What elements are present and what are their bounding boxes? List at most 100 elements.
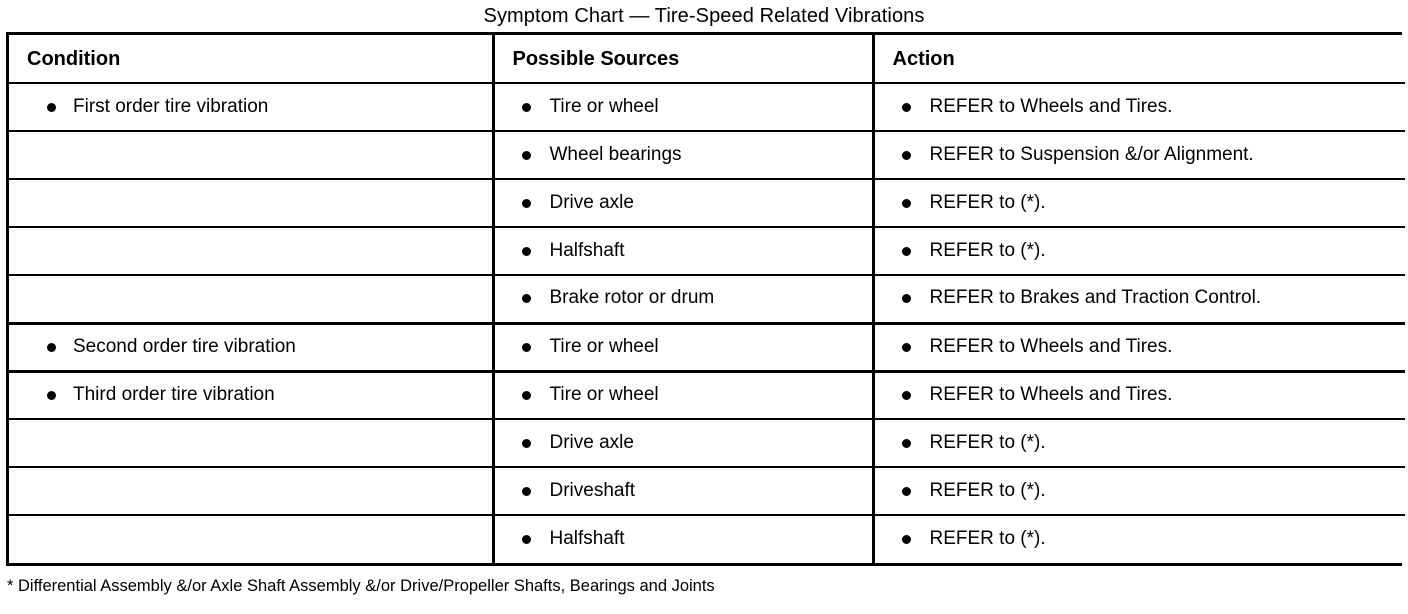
table-header: Condition Possible Sources Action xyxy=(9,35,1405,84)
cell-content: Halfshaft xyxy=(495,516,872,563)
table-cell-source: Brake rotor or drum xyxy=(493,275,875,324)
table-row: Halfshaft REFER to (*). xyxy=(9,227,1406,276)
cell-content xyxy=(9,132,492,178)
table-row: Driveshaft REFER to (*). xyxy=(9,467,1406,516)
cell-label: REFER to Suspension &/or Alignment. xyxy=(929,143,1254,165)
table-row: First order tire vibration Tire or wheel R… xyxy=(9,83,1406,132)
table-cell-source: Drive axle xyxy=(493,179,875,228)
bullet-icon xyxy=(521,246,531,256)
bullet-icon xyxy=(521,486,531,496)
table-cell-condition xyxy=(9,419,495,468)
column-header-action: Action xyxy=(873,35,1405,84)
cell-label: Halfshaft xyxy=(549,239,625,261)
table-cell-source: Wheel bearings xyxy=(493,131,875,180)
table-cell-condition: First order tire vibration xyxy=(9,83,495,132)
table-row: Drive axle REFER to (*). xyxy=(9,179,1406,228)
cell-content: Tire or wheel xyxy=(495,373,872,419)
cell-content: Third order tire vibration xyxy=(9,373,492,419)
bullet-icon xyxy=(901,342,911,352)
table-row: Brake rotor or drum REFER to Brakes and T… xyxy=(9,275,1406,324)
cell-content: REFER to Wheels and Tires. xyxy=(875,325,1406,370)
cell-label: REFER to Wheels and Tires. xyxy=(929,383,1173,405)
cell-content: First order tire vibration xyxy=(9,84,492,130)
cell-label: REFER to (*). xyxy=(929,528,1046,550)
cell-content: REFER to Wheels and Tires. xyxy=(875,373,1406,419)
bullet-icon xyxy=(901,438,911,448)
table-cell-action: REFER to Wheels and Tires. xyxy=(873,369,1406,420)
bullet-icon xyxy=(521,150,531,160)
cell-label: REFER to Wheels and Tires. xyxy=(929,95,1173,117)
table-cell-action: REFER to (*). xyxy=(873,227,1406,276)
cell-content xyxy=(9,228,492,274)
table-cell-action: REFER to Wheels and Tires. xyxy=(873,83,1406,132)
column-header-condition-label: Condition xyxy=(27,47,121,70)
column-header-possible-sources: Possible Sources xyxy=(493,35,875,84)
bullet-icon xyxy=(521,390,531,400)
cell-label: REFER to (*). xyxy=(929,191,1046,213)
table-cell-condition: Third order tire vibration xyxy=(9,369,495,420)
cell-label: Drive axle xyxy=(549,191,634,213)
table-row: Wheel bearings REFER to Suspension &/or A… xyxy=(9,131,1406,180)
cell-label: REFER to (*). xyxy=(929,431,1046,453)
table-cell-condition xyxy=(9,275,495,324)
table-cell-action: REFER to Suspension &/or Alignment. xyxy=(873,131,1406,180)
table-cell-action: REFER to Wheels and Tires. xyxy=(873,321,1406,372)
cell-label: REFER to Brakes and Traction Control. xyxy=(929,287,1262,309)
cell-label: Second order tire vibration xyxy=(73,335,296,357)
table-row: Halfshaft REFER to (*). xyxy=(9,515,1405,563)
cell-content: REFER to (*). xyxy=(875,516,1406,563)
table-row: Drive axle REFER to (*). xyxy=(9,419,1406,468)
table-cell-condition xyxy=(9,515,495,563)
table-cell-action: REFER to (*). xyxy=(873,515,1405,563)
header-row: Condition Possible Sources Action xyxy=(9,35,1405,84)
cell-content: Halfshaft xyxy=(495,228,872,274)
table-cell-source: Halfshaft xyxy=(493,515,875,563)
cell-content xyxy=(9,516,492,563)
cell-label: Tire or wheel xyxy=(549,335,659,357)
symptom-table-container: Condition Possible Sources Action First … xyxy=(6,32,1405,566)
cell-content: Second order tire vibration xyxy=(9,325,492,370)
table-cell-source: Halfshaft xyxy=(493,227,875,276)
cell-content: REFER to Wheels and Tires. xyxy=(875,84,1406,130)
cell-label: REFER to Wheels and Tires. xyxy=(929,335,1173,357)
table-cell-action: REFER to (*). xyxy=(873,419,1406,468)
bullet-icon xyxy=(901,102,911,112)
cell-content: REFER to (*). xyxy=(875,228,1406,274)
cell-content: REFER to Suspension &/or Alignment. xyxy=(875,132,1406,178)
bullet-icon xyxy=(901,535,911,544)
bullet-icon xyxy=(521,198,531,208)
bullet-icon xyxy=(901,198,911,208)
cell-content: REFER to (*). xyxy=(875,468,1406,514)
cell-content xyxy=(9,276,492,322)
bullet-icon xyxy=(47,342,56,352)
cell-label: REFER to (*). xyxy=(929,479,1046,501)
table-cell-condition xyxy=(9,179,495,228)
cell-content: REFER to Brakes and Traction Control. xyxy=(875,276,1406,322)
table-cell-action: REFER to (*). xyxy=(873,467,1406,516)
cell-content: REFER to (*). xyxy=(875,180,1406,226)
table-cell-source: Drive axle xyxy=(493,419,875,468)
bullet-icon xyxy=(901,390,911,400)
column-header-condition: Condition xyxy=(9,35,495,84)
table-cell-source: Tire or wheel xyxy=(493,321,875,372)
cell-label: First order tire vibration xyxy=(73,95,269,117)
table-cell-action: REFER to (*). xyxy=(873,179,1406,228)
bullet-icon xyxy=(901,150,911,160)
footnote: * Differential Assembly &/or Axle Shaft … xyxy=(7,577,715,595)
cell-content: REFER to (*). xyxy=(875,420,1406,466)
symptom-table: Condition Possible Sources Action First … xyxy=(9,35,1405,563)
cell-label: Drive axle xyxy=(549,431,634,453)
cell-label: REFER to (*). xyxy=(929,239,1046,261)
cell-content xyxy=(9,420,492,466)
bullet-icon xyxy=(521,102,531,112)
cell-content xyxy=(9,180,492,226)
page-title: Symptom Chart — Tire-Speed Related Vibra… xyxy=(483,5,925,27)
table-cell-source: Driveshaft xyxy=(493,467,875,516)
cell-content: Driveshaft xyxy=(495,468,872,514)
cell-label: Brake rotor or drum xyxy=(549,287,715,309)
cell-label: Tire or wheel xyxy=(549,95,659,117)
bullet-icon xyxy=(521,294,531,304)
